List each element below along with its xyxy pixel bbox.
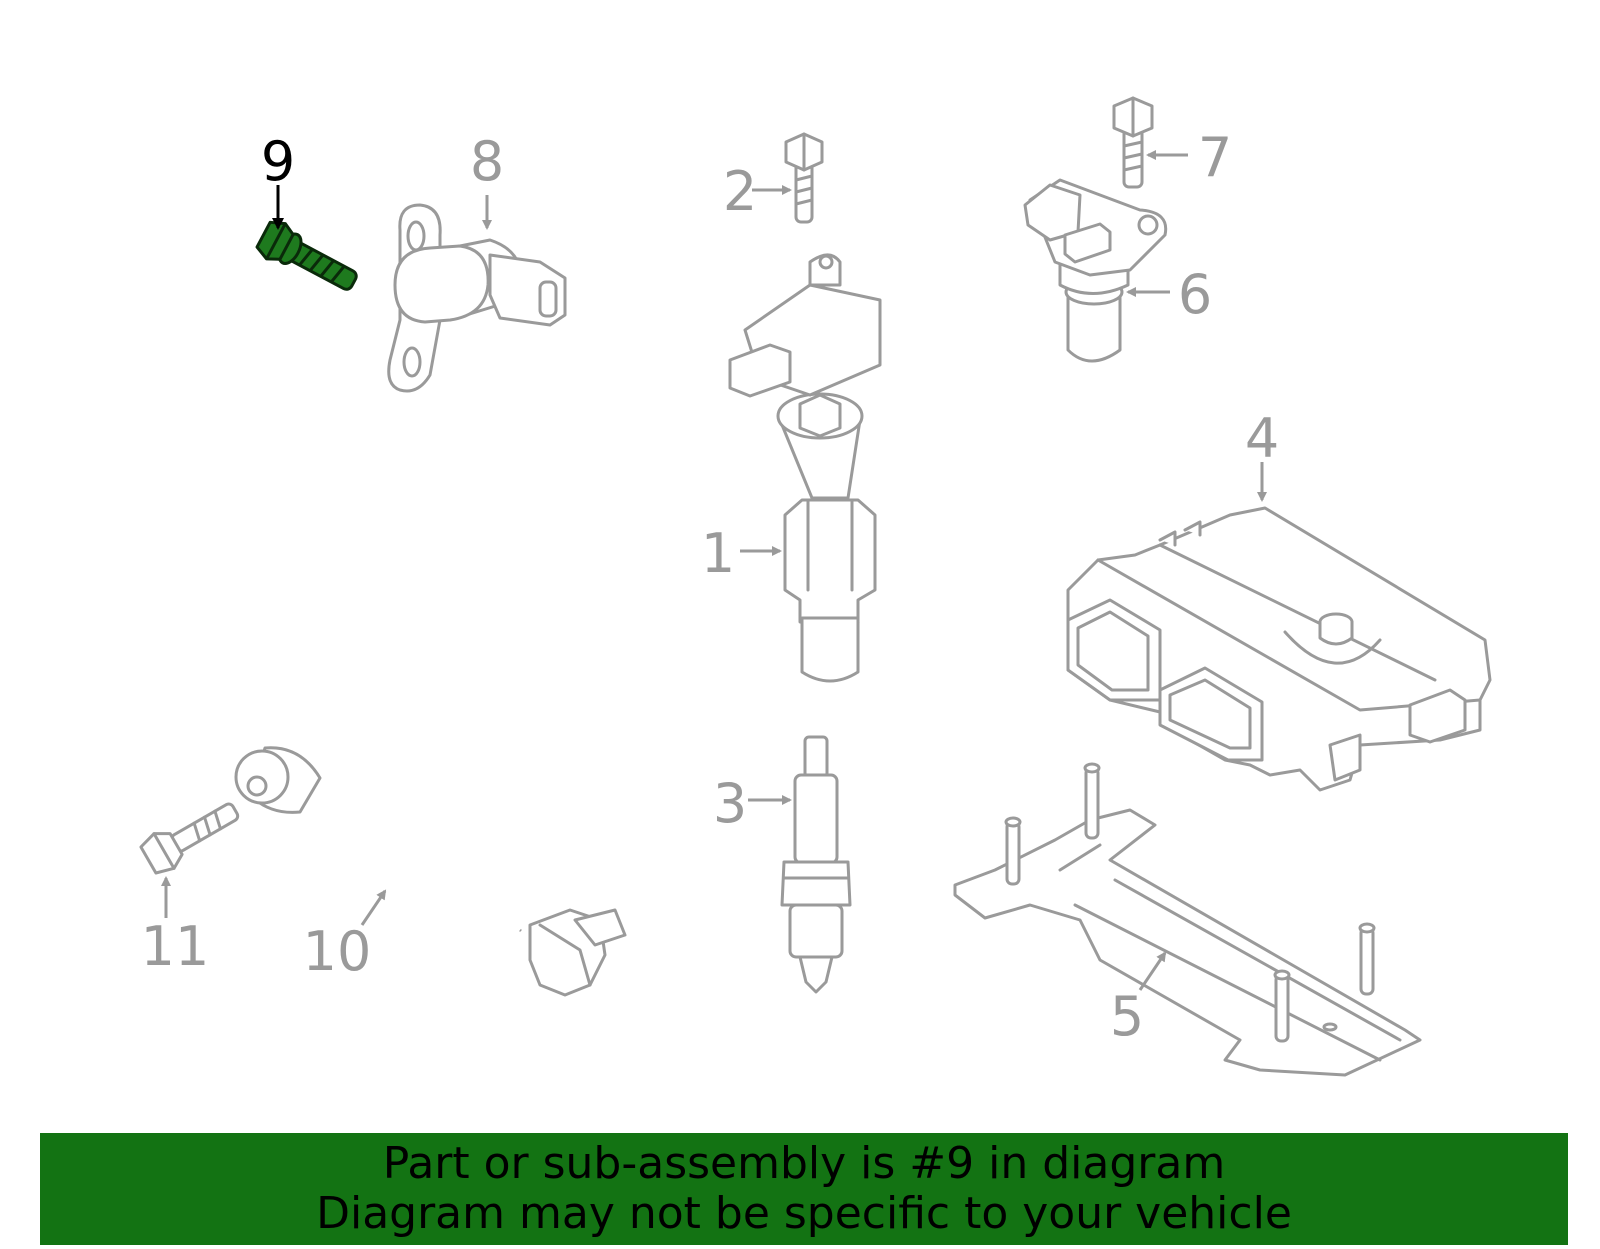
part-9-bolt[interactable]	[254, 217, 363, 300]
part-2-bolt[interactable]	[784, 132, 824, 224]
callout-9[interactable]: 9	[261, 130, 295, 193]
part-6-cam-sensor[interactable]	[1023, 178, 1168, 363]
callout-8[interactable]: 8	[470, 130, 504, 193]
leader-10	[360, 889, 387, 926]
banner-line-2: Diagram may not be specific to your vehi…	[316, 1188, 1292, 1239]
callout-3[interactable]: 3	[713, 772, 747, 835]
part-5-bracket[interactable]	[953, 762, 1422, 1077]
info-banner: Part or sub-assembly is #9 in diagram Di…	[40, 1133, 1568, 1245]
callout-1[interactable]: 1	[701, 522, 735, 585]
part-7-bolt[interactable]	[1112, 96, 1154, 189]
callout-2[interactable]: 2	[723, 160, 757, 223]
part-4-ecu[interactable]	[1066, 506, 1492, 792]
callout-5[interactable]: 5	[1110, 985, 1144, 1048]
banner-line-1: Part or sub-assembly is #9 in diagram	[382, 1138, 1226, 1189]
part-11-bolt[interactable]	[138, 793, 245, 878]
part-10-knock-sensor[interactable]	[234, 746, 627, 997]
part-1-ignition-coil[interactable]	[728, 253, 882, 683]
callout-11[interactable]: 11	[141, 915, 210, 978]
callout-10[interactable]: 10	[303, 920, 372, 983]
callout-4[interactable]: 4	[1245, 407, 1279, 470]
callout-6[interactable]: 6	[1178, 263, 1212, 326]
part-3-spark-plug[interactable]	[780, 735, 852, 994]
callout-7[interactable]: 7	[1198, 126, 1232, 189]
part-8-sensor[interactable]	[387, 203, 567, 393]
leader-5	[1138, 951, 1167, 991]
